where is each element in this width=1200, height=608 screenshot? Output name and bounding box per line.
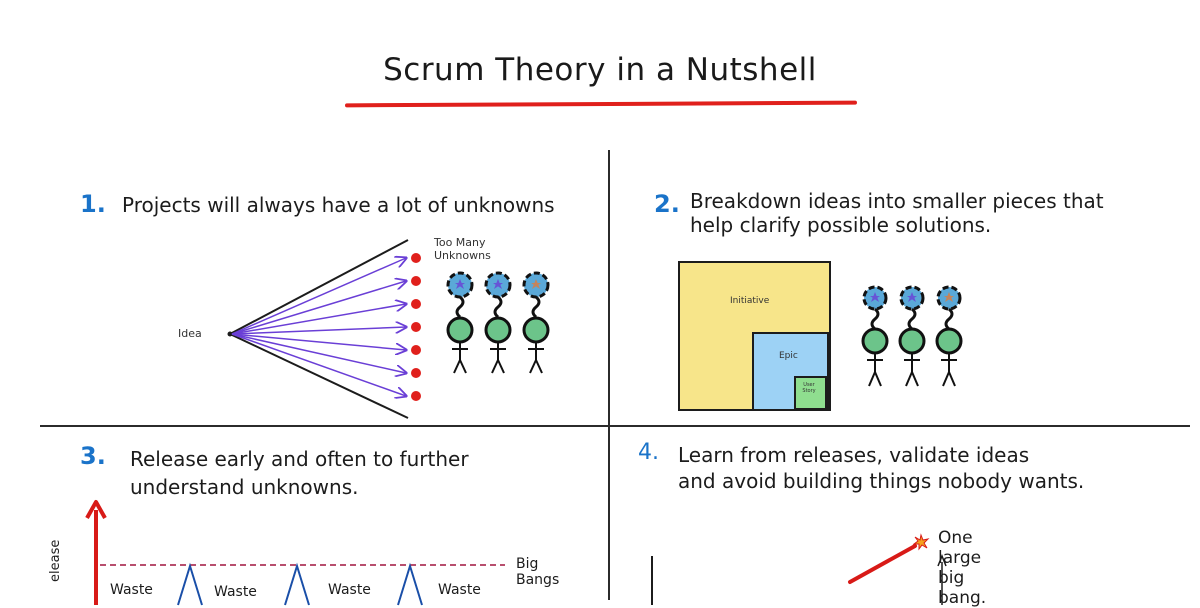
waste-label-2: Waste bbox=[214, 584, 257, 600]
epic-box bbox=[752, 332, 829, 411]
section-4-heading-line1: Learn from releases, validate ideas bbox=[678, 443, 1030, 467]
user-story-box bbox=[794, 376, 827, 410]
waste-label-4: Waste bbox=[438, 582, 481, 598]
section-4-number: 4. bbox=[638, 440, 659, 465]
too-many-unknowns-label: Too Many Unknowns bbox=[434, 236, 491, 262]
horizontal-divider bbox=[40, 425, 1190, 427]
section-2-number: 2. bbox=[654, 190, 680, 218]
waste-label-1: Waste bbox=[110, 582, 153, 598]
section-2-heading-line2: help clarify possible solutions. bbox=[690, 213, 992, 237]
section-1-heading: Projects will always have a lot of unkno… bbox=[122, 193, 555, 217]
page-title: Scrum Theory in a Nutshell bbox=[383, 52, 817, 88]
epic-label: Epic bbox=[779, 351, 798, 361]
section-4-heading-line2: and avoid building things nobody wants. bbox=[678, 469, 1085, 493]
section-3-number: 3. bbox=[80, 442, 106, 470]
waste-label-3: Waste bbox=[328, 582, 371, 598]
vertical-divider bbox=[608, 150, 610, 600]
initiative-label: Initiative bbox=[730, 296, 770, 306]
section-3-heading-line1: Release early and often to further bbox=[130, 447, 469, 471]
explosion-icon bbox=[912, 533, 930, 551]
section-2-heading-line1: Breakdown ideas into smaller pieces that bbox=[690, 189, 1104, 213]
user-story-label: User Story bbox=[802, 382, 816, 394]
big-bangs-label: Big Bangs bbox=[516, 556, 560, 588]
section-1-number: 1. bbox=[80, 190, 106, 218]
section-3-heading-line2: understand unknowns. bbox=[130, 475, 359, 499]
idea-label: Idea bbox=[178, 327, 202, 340]
